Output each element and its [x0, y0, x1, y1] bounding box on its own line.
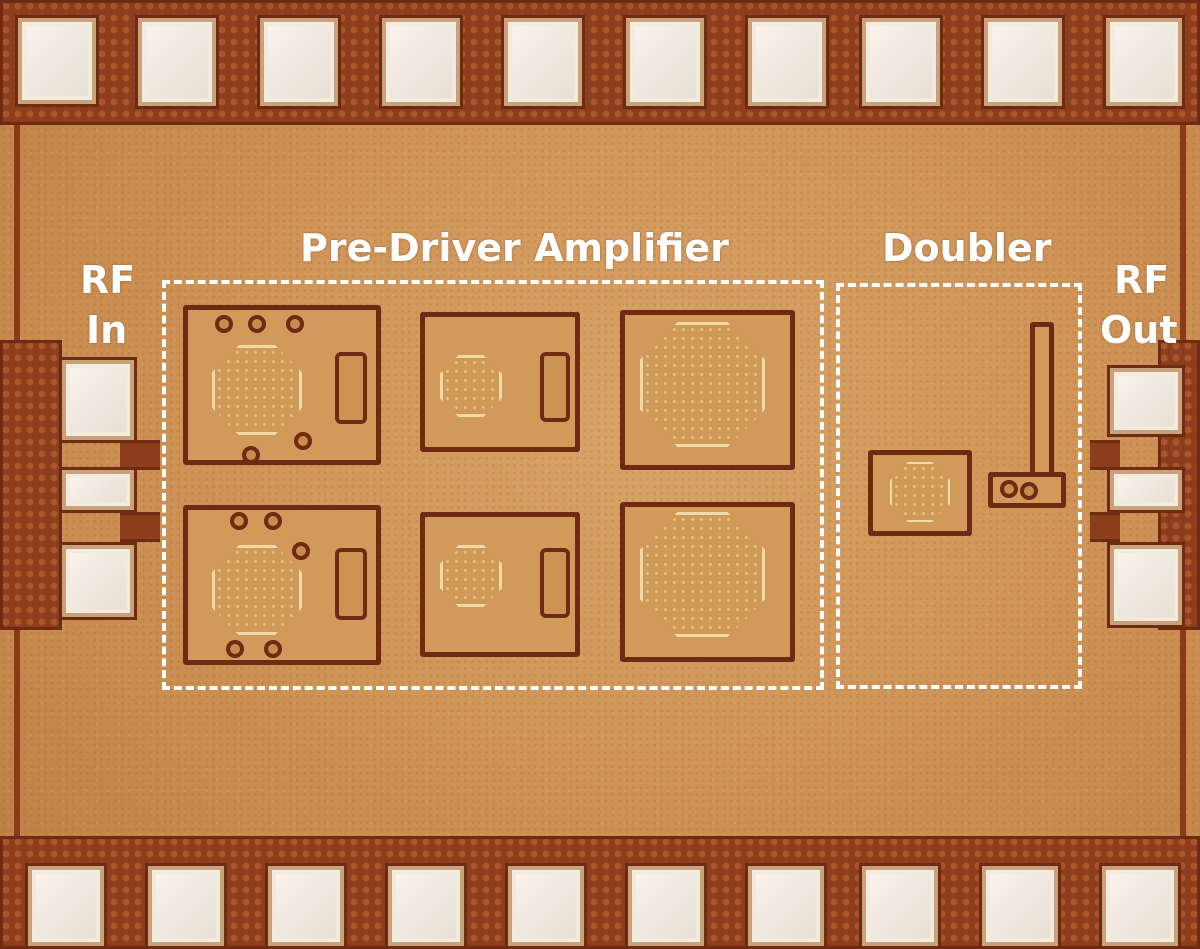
inductor	[440, 355, 502, 417]
rf-in-ground-pad	[62, 360, 134, 440]
inductor	[640, 322, 765, 447]
bottom-pad-row	[0, 836, 1200, 949]
doubler-stub	[1030, 322, 1054, 498]
rf-out-ground-pad	[1110, 368, 1182, 434]
inductor	[640, 512, 765, 637]
bond-pad	[748, 866, 824, 946]
capacitor	[335, 548, 367, 620]
bond-pad	[18, 18, 96, 104]
bond-pad	[260, 18, 338, 106]
pre-driver-amplifier-box	[162, 280, 824, 690]
doubler-label: Doubler	[882, 226, 1052, 270]
bond-pad	[268, 866, 344, 946]
via	[286, 315, 304, 333]
bond-pad	[504, 18, 582, 106]
via	[264, 512, 282, 530]
via	[1000, 480, 1018, 498]
rf-in-line	[120, 440, 160, 470]
via	[230, 512, 248, 530]
doubler-box	[836, 283, 1082, 689]
rf-out-label-line1: RF	[1114, 258, 1170, 302]
via	[1020, 482, 1038, 500]
rf-in-line	[120, 512, 160, 542]
via	[292, 542, 310, 560]
inductor	[440, 545, 502, 607]
bond-pad	[148, 866, 224, 946]
rf-in-label-line1: RF	[80, 258, 136, 302]
bond-pad	[138, 18, 216, 106]
bond-pad	[508, 866, 584, 946]
via	[264, 640, 282, 658]
via	[242, 446, 260, 464]
via	[226, 640, 244, 658]
left-side-pad-ring	[0, 340, 62, 630]
capacitor	[335, 352, 367, 424]
rf-in-label-line2: In	[86, 308, 128, 352]
rf-out-signal-pad	[1110, 470, 1182, 510]
via	[294, 432, 312, 450]
inductor	[212, 545, 302, 635]
bond-pad	[388, 866, 464, 946]
bond-pad	[862, 18, 940, 106]
rf-out-label-line2: Out	[1100, 308, 1178, 352]
rf-out-line	[1090, 440, 1120, 470]
bond-pad	[1102, 866, 1178, 946]
bond-pad	[748, 18, 826, 106]
capacitor	[540, 352, 570, 422]
bond-pad	[1106, 18, 1182, 106]
via	[248, 315, 266, 333]
via	[215, 315, 233, 333]
bond-pad	[862, 866, 938, 946]
inductor	[212, 345, 302, 435]
bond-pad	[382, 18, 460, 106]
bond-pad	[626, 18, 704, 106]
rf-out-ground-pad	[1110, 545, 1182, 625]
bond-pad	[982, 866, 1058, 946]
capacitor	[540, 548, 570, 618]
bond-pad	[628, 866, 704, 946]
rf-in-ground-pad	[62, 545, 134, 617]
inductor	[890, 462, 950, 522]
rf-out-line	[1090, 512, 1120, 542]
pre-driver-label: Pre-Driver Amplifier	[300, 226, 729, 270]
bond-pad	[984, 18, 1062, 106]
bond-pad	[28, 866, 104, 946]
top-pad-row	[0, 0, 1200, 130]
rf-in-signal-pad	[62, 470, 134, 510]
